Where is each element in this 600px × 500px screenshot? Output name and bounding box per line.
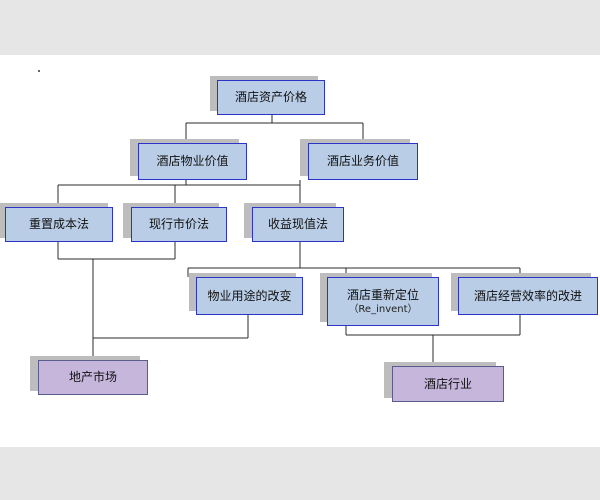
stray-dot bbox=[38, 70, 40, 72]
node-box: 酒店业务价值 bbox=[308, 143, 418, 180]
node-label: 酒店物业价值 bbox=[156, 154, 229, 169]
node-box: 地产市场 bbox=[38, 360, 148, 395]
node-box: 酒店行业 bbox=[392, 366, 504, 402]
node-label: 酒店经营效率的改进 bbox=[473, 288, 582, 303]
node-label: 物业用途的改变 bbox=[207, 288, 292, 303]
node-label: 收益现值法 bbox=[267, 217, 328, 232]
node-label: 酒店重新定位 bbox=[346, 287, 419, 302]
valuation-diagram: 酒店资产价格 酒店物业价值 酒店业务价值 重置成本法 现行市价法 收益现值法 物… bbox=[0, 55, 600, 447]
bottom-band bbox=[0, 447, 600, 500]
node-hotel-industry: 酒店行业 bbox=[384, 362, 504, 402]
node-box: 现行市价法 bbox=[131, 207, 227, 242]
node-hotel-repositioning: 酒店重新定位 （Re_invent） bbox=[320, 273, 439, 326]
connector-lines bbox=[57, 115, 521, 366]
node-label: 酒店行业 bbox=[423, 376, 472, 391]
node-income-present-value-method: 收益现值法 bbox=[244, 203, 344, 242]
node-box: 酒店物业价值 bbox=[138, 143, 247, 180]
top-band bbox=[0, 0, 600, 55]
node-box: 酒店经营效率的改进 bbox=[458, 277, 598, 315]
node-label: 现行市价法 bbox=[148, 217, 209, 232]
node-hotel-asset-price: 酒店资产价格 bbox=[210, 76, 325, 115]
node-box: 物业用途的改变 bbox=[196, 277, 303, 315]
node-box: 重置成本法 bbox=[5, 207, 113, 242]
node-hotel-business-value: 酒店业务价值 bbox=[300, 139, 418, 180]
node-box: 酒店资产价格 bbox=[217, 80, 325, 115]
node-label: 酒店资产价格 bbox=[234, 90, 307, 105]
node-box: 酒店重新定位 （Re_invent） bbox=[327, 277, 439, 326]
node-sublabel: （Re_invent） bbox=[348, 303, 418, 315]
node-box: 收益现值法 bbox=[252, 207, 344, 242]
node-property-use-change: 物业用途的改变 bbox=[189, 273, 303, 315]
node-hotel-efficiency-improvement: 酒店经营效率的改进 bbox=[451, 273, 598, 315]
node-label: 酒店业务价值 bbox=[326, 154, 399, 169]
node-replacement-cost-method: 重置成本法 bbox=[0, 203, 113, 242]
node-label: 地产市场 bbox=[68, 370, 117, 385]
node-real-estate-market: 地产市场 bbox=[30, 356, 148, 395]
node-hotel-property-value: 酒店物业价值 bbox=[130, 139, 247, 180]
node-market-price-method: 现行市价法 bbox=[123, 203, 227, 242]
node-label: 重置成本法 bbox=[28, 217, 89, 232]
